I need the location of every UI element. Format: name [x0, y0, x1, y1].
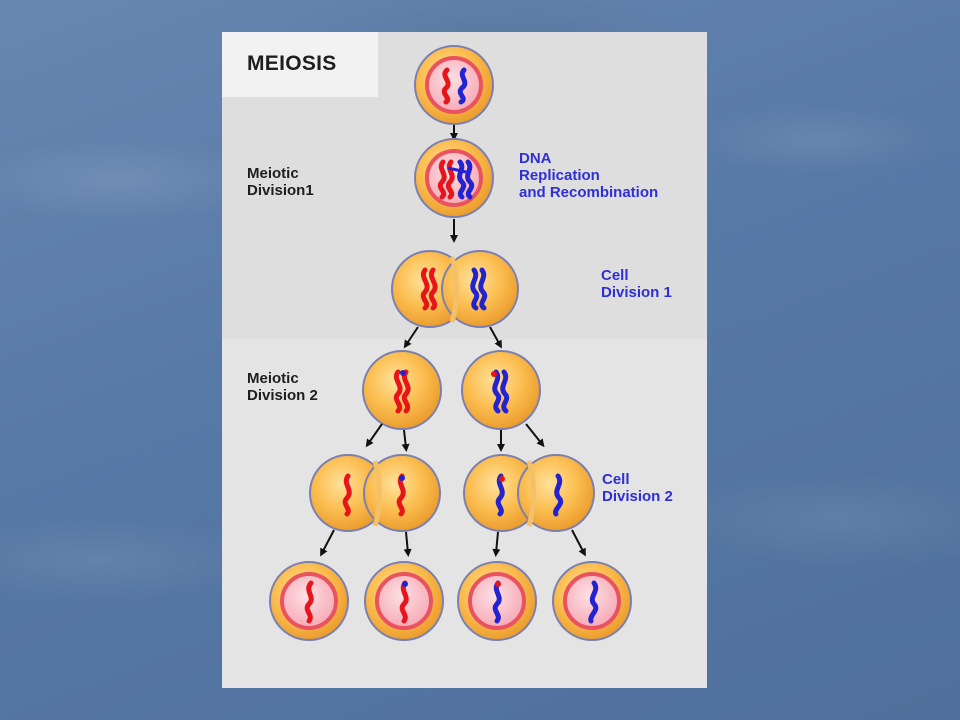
dividing-cell-2-right [463, 454, 595, 532]
parent-cell [414, 45, 494, 125]
paternal-chromatid [457, 159, 467, 200]
crossover [447, 166, 467, 174]
gamete-1 [269, 561, 349, 641]
arrow [365, 423, 383, 448]
arrow [489, 326, 502, 349]
maternal-chromosome [393, 369, 403, 414]
meiosis-diagram [269, 45, 632, 641]
arrow [403, 531, 412, 557]
paternal-chromosome [500, 369, 510, 414]
paternal-chromosome [492, 369, 502, 414]
label-meiotic-division-2: Meiotic Division 2 [247, 370, 318, 404]
paternal-chromosome [495, 473, 505, 517]
gamete-3 [457, 561, 537, 641]
replicated-cell [414, 138, 494, 218]
arrow [403, 326, 419, 349]
paternal-chromosome [553, 473, 564, 517]
dividing-cell-2-left [309, 454, 441, 532]
arrow [525, 423, 545, 448]
paternal-chromosome [478, 267, 488, 311]
arrow [401, 429, 410, 452]
label-dna-replication: DNA Replication and Recombination [519, 150, 659, 201]
maternal-chromosome [441, 67, 451, 105]
maternal-chromosome [342, 473, 352, 517]
arrow [571, 529, 586, 557]
maternal-chromosome [420, 267, 430, 311]
daughter-cell-left [362, 350, 442, 430]
label-meiotic-division-1: Meiotic Division1 [247, 165, 314, 199]
maternal-chromatid [437, 159, 447, 200]
meiosis-figure: MEIOSIS Meiotic Division1 DNA Replicatio… [222, 32, 707, 688]
gamete-4 [552, 561, 632, 641]
arrow [320, 529, 335, 557]
daughter-cell-right [461, 350, 541, 430]
paternal-chromosome [457, 67, 468, 105]
maternal-chromosome [396, 473, 406, 517]
label-cell-division-1: Cell Division 1 [601, 267, 672, 301]
paternal-chromosome [470, 267, 480, 311]
label-cell-division-2: Cell Division 2 [602, 471, 673, 505]
maternal-chromosome [428, 267, 438, 311]
gamete-2 [364, 561, 444, 641]
maternal-chromosome [401, 369, 411, 414]
arrow [492, 531, 501, 557]
title-box [222, 32, 378, 97]
dividing-cell-1 [391, 250, 519, 328]
figure-title: MEIOSIS [247, 52, 337, 75]
paternal-chromatid [465, 159, 475, 200]
